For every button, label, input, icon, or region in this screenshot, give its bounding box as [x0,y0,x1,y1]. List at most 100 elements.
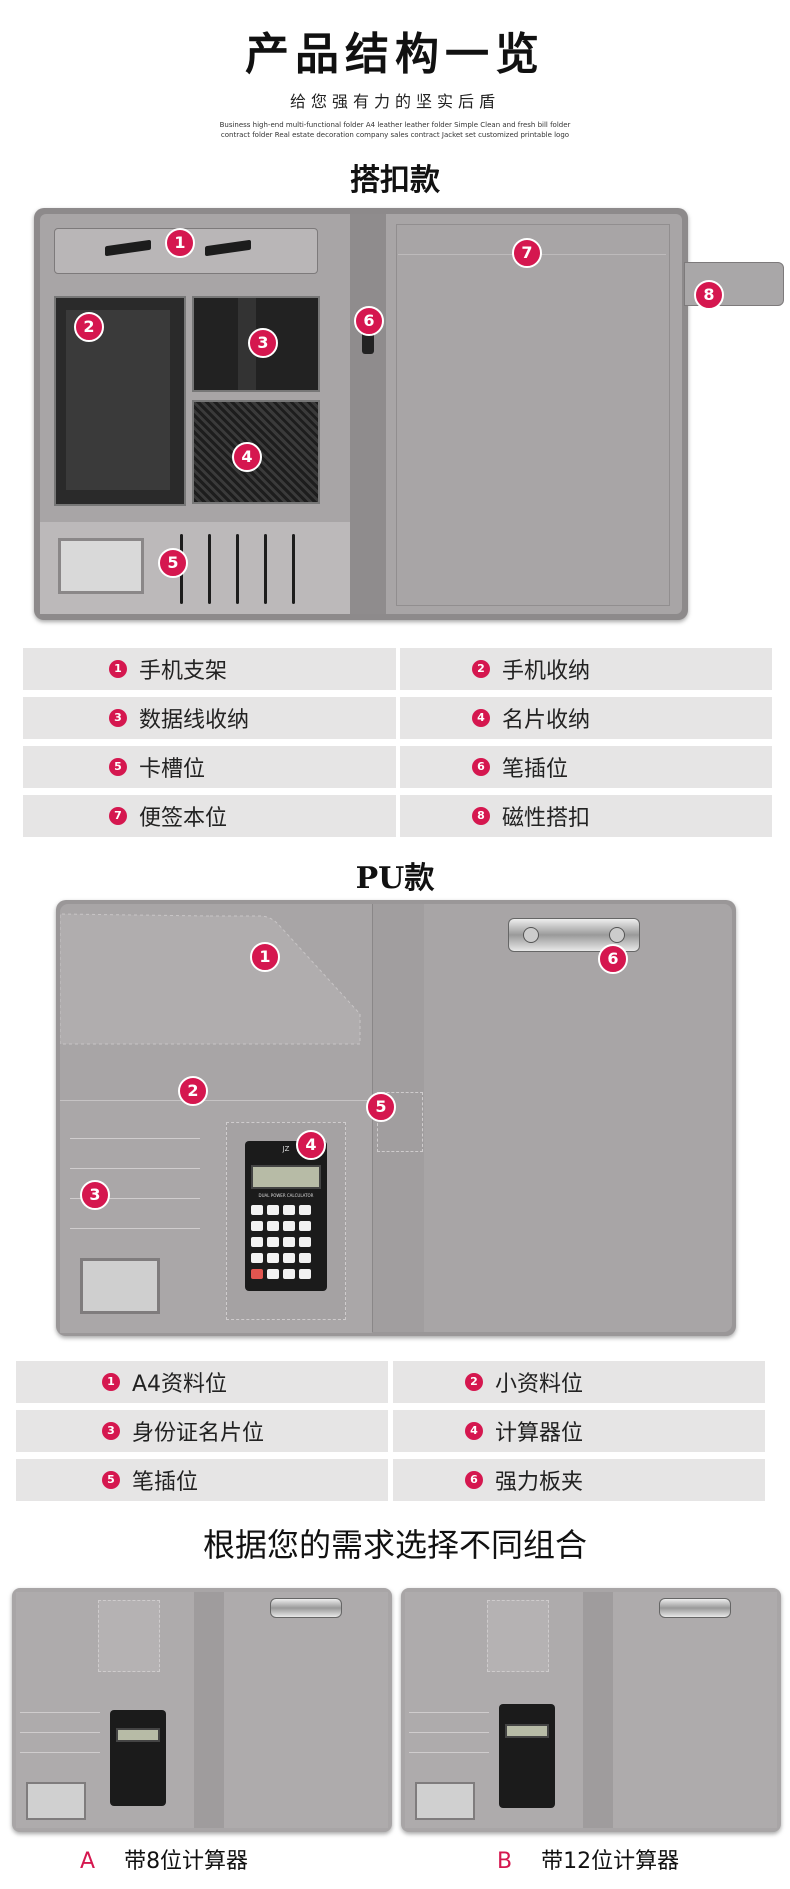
pu-left-panel: JZ DUAL POWER CALCULATOR [60,904,372,1333]
feature-number: 4 [465,1422,483,1440]
option-b-id-window [415,1782,475,1820]
calculator-key [251,1205,263,1215]
feature-cable-storage: 3 数据线收纳 [23,697,396,739]
pen-holder [377,1092,423,1152]
feature-number: 6 [472,758,490,776]
feature-label: 名片收纳 [502,708,591,733]
option-a-image [12,1588,392,1832]
cable-strap [238,298,256,390]
feature-label: 便签本位 [139,806,228,831]
id-window [58,538,144,594]
card-slot-line [70,1138,200,1139]
notepad-area [396,224,670,606]
calculator-key [283,1237,295,1247]
option-b-slot-line [409,1712,489,1713]
calculator-key [283,1269,295,1279]
feature-number: 3 [109,709,127,727]
badge-3: 3 [80,1180,110,1210]
option-a-clip [270,1598,342,1618]
option-b-flap [487,1600,549,1672]
page-subtitle: 给您强有力的坚实后盾 [289,92,500,111]
option-b-clip [659,1598,731,1618]
badge-1: 1 [250,942,280,972]
clip-rivet [609,927,625,943]
badge-2: 2 [178,1076,208,1106]
calculator-key [251,1269,263,1279]
option-a-left-panel [16,1592,194,1828]
page-title: 产品结构一览 [245,29,545,80]
feature-number: 2 [465,1373,483,1391]
option-b-slot-line [409,1732,489,1733]
option-a-spine [194,1592,224,1828]
option-a-slot-line [20,1732,100,1733]
feature-phone-storage: 2 手机收纳 [400,648,772,690]
card-slot-line [70,1228,200,1229]
feature-label: 身份证名片位 [132,1421,265,1446]
calculator-pocket: JZ DUAL POWER CALCULATOR [226,1122,346,1320]
feature-notepad: 7 便签本位 [23,795,396,837]
feature-number: 5 [109,758,127,776]
feature-magnetic-clasp: 8 磁性搭扣 [400,795,772,837]
option-a-id-window [26,1782,86,1820]
section-title-buckle: 搭扣款 [350,163,440,198]
feature-label: 强力板夹 [495,1470,584,1495]
option-a-caption: A 带8位计算器 [80,1843,248,1875]
calculator-key [267,1269,279,1279]
badge-2: 2 [74,312,104,342]
feature-number: 3 [102,1422,120,1440]
option-b-left-panel [405,1592,583,1828]
clip-rivet [523,927,539,943]
option-a-slot-line [20,1712,100,1713]
card-slot-line [70,1198,200,1199]
a4-flap [60,913,361,1045]
buckle-right-panel [386,214,682,614]
option-b-calculator [499,1704,555,1808]
card-slots-area [60,1134,210,1324]
feature-label: 数据线收纳 [139,708,250,733]
feature-label: 手机收纳 [502,659,591,684]
feature-calculator-slot: 4 计算器位 [393,1410,765,1452]
pu-right-panel [424,904,732,1332]
feature-number: 8 [472,807,490,825]
card-slot-line [70,1168,200,1169]
feature-phone-stand: 1 手机支架 [23,648,396,690]
feature-label: 笔插位 [502,757,569,782]
feature-label: 小资料位 [495,1372,584,1397]
feature-number: 5 [102,1471,120,1489]
feature-pen-holder: 5 笔插位 [16,1459,388,1501]
calculator-key [283,1205,295,1215]
calculator-key [299,1205,311,1215]
option-a-calculator [110,1710,166,1806]
id-window [80,1258,160,1314]
feature-number: 4 [472,709,490,727]
card-slot [208,534,211,604]
badge-6: 6 [598,944,628,974]
calculator-key [267,1221,279,1231]
option-a-letter: A [80,1849,96,1874]
feature-label: 磁性搭扣 [502,806,591,831]
calculator-key [251,1253,263,1263]
tagline: Business high-end multi-functional folde… [0,120,790,140]
feature-number: 7 [109,807,127,825]
calculator-brand: JZ [282,1145,290,1153]
calculator-key [267,1253,279,1263]
option-a-right-panel [224,1592,388,1828]
buckle-spine [350,214,386,614]
phone-stand-slot [205,239,251,257]
option-b-right-panel [613,1592,777,1828]
option-a-calculator-screen [116,1728,160,1742]
option-b-caption: B 带12位计算器 [497,1843,679,1875]
feature-board-clip: 6 强力板夹 [393,1459,765,1501]
calculator-key [267,1205,279,1215]
feature-label: 计算器位 [495,1421,584,1446]
feature-id-card-slot: 3 身份证名片位 [16,1410,388,1452]
calculator-key [299,1221,311,1231]
feature-label: 卡槽位 [139,757,206,782]
badge-1: 1 [165,228,195,258]
calculator-key [267,1237,279,1247]
feature-card-slots: 5 卡槽位 [23,746,396,788]
card-slot [264,534,267,604]
feature-a4-documents: 1 A4资料位 [16,1361,388,1403]
badge-6: 6 [354,306,384,336]
feature-pen-holder: 6 笔插位 [400,746,772,788]
